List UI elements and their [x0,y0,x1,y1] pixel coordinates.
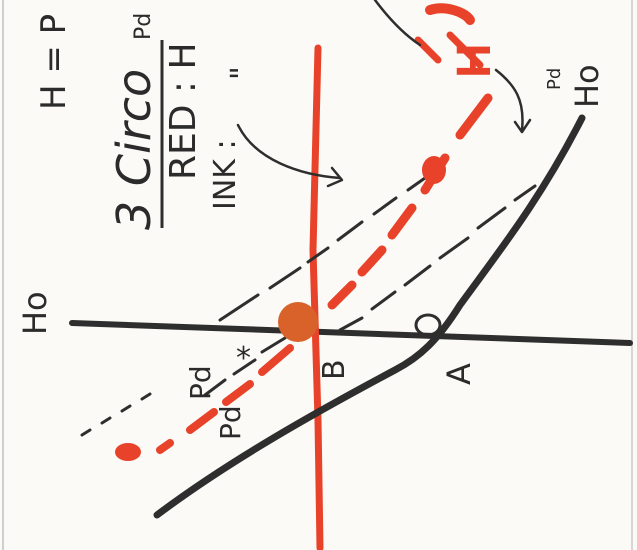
legend-ink-value: " [225,66,260,80]
label-point-b: B [317,359,352,380]
label-p-lower: Pd [214,405,247,440]
dashed-guide-right [338,184,537,332]
vertical-red-line [309,44,324,550]
label-h-equals-p: H = P [34,14,74,110]
legend-title: 3 Circo [107,69,161,230]
label-h-red: H [448,43,501,78]
point-a-marker [414,313,442,337]
arrow-ho [494,68,524,132]
horizontal-axis [69,320,633,346]
arrow-top-right [373,0,422,47]
label-p-upper: Pd [184,365,217,400]
ink-curve [153,114,586,519]
dashed-guide-upper [218,176,427,322]
legend-red-label: RED : H [163,42,204,180]
legend-red-subscript: Pd [131,13,156,40]
red-diagonal-upper [327,93,493,310]
red-blob-upper [422,156,446,184]
red-blob-left [115,443,141,461]
label-star: * [236,341,251,376]
label-ho-top: Ho [568,64,606,108]
red-scribble-mid [414,31,484,69]
label-axis-ho: Ho [16,291,54,335]
arrow-ho-head [513,118,532,134]
red-scribble-top [425,3,475,25]
legend-ink-label: INK : [208,139,243,210]
arrow-legend-head [326,166,344,188]
intersection-point [278,302,318,342]
dotted-guide-left [80,392,152,437]
red-diagonal-lower [156,344,294,454]
dashed-guide-lower [203,336,287,397]
label-point-a: A [440,363,478,385]
arrow-legend [236,123,342,180]
label-ho-top-subscript: Pd [544,68,565,90]
